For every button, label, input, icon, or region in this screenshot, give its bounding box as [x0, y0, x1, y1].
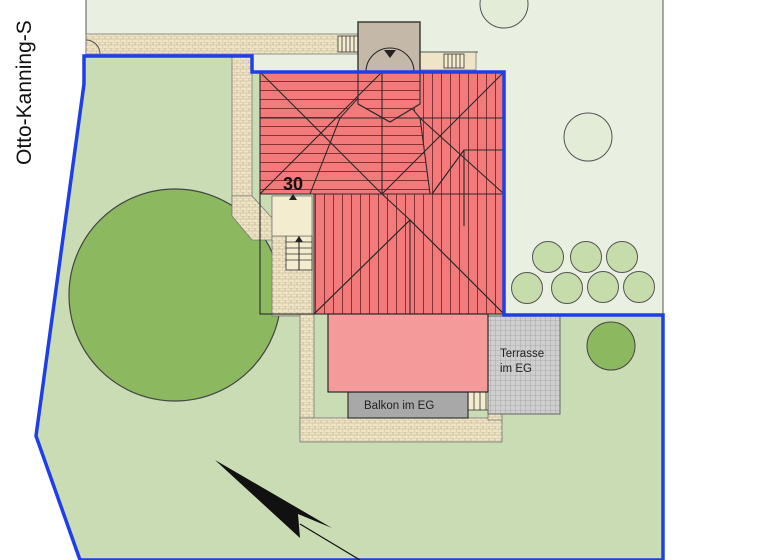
tree-small [532, 241, 564, 273]
tree-small [587, 271, 619, 303]
balcony-label: Balkon im EG [364, 400, 434, 412]
tree-small [606, 241, 638, 273]
tree-small [479, 0, 529, 29]
tree-small [623, 271, 655, 303]
entrance-arrow-head [295, 236, 303, 242]
balcony-roof [327, 313, 489, 393]
north-arrow [215, 460, 361, 560]
entrance-arrow [384, 50, 396, 58]
entrance-pad [271, 195, 313, 237]
tree-small [570, 241, 602, 273]
tree-small [563, 112, 613, 162]
tree-small [551, 272, 583, 304]
entrance-marker [289, 194, 297, 200]
tree-small [511, 272, 543, 304]
house-number: 30 [283, 174, 303, 194]
carport-structure [357, 21, 421, 73]
house-roof [259, 71, 506, 315]
terrace-label: Terrasse [500, 348, 544, 360]
balcony-floor [347, 391, 469, 419]
terrace [487, 315, 561, 415]
terrace-label-line2: im EG [500, 363, 532, 375]
street-label: Otto-Kanning-S [13, 20, 36, 165]
path-corner-arc [85, 39, 101, 55]
tree-medium [586, 321, 636, 371]
property-boundary [34, 54, 665, 560]
